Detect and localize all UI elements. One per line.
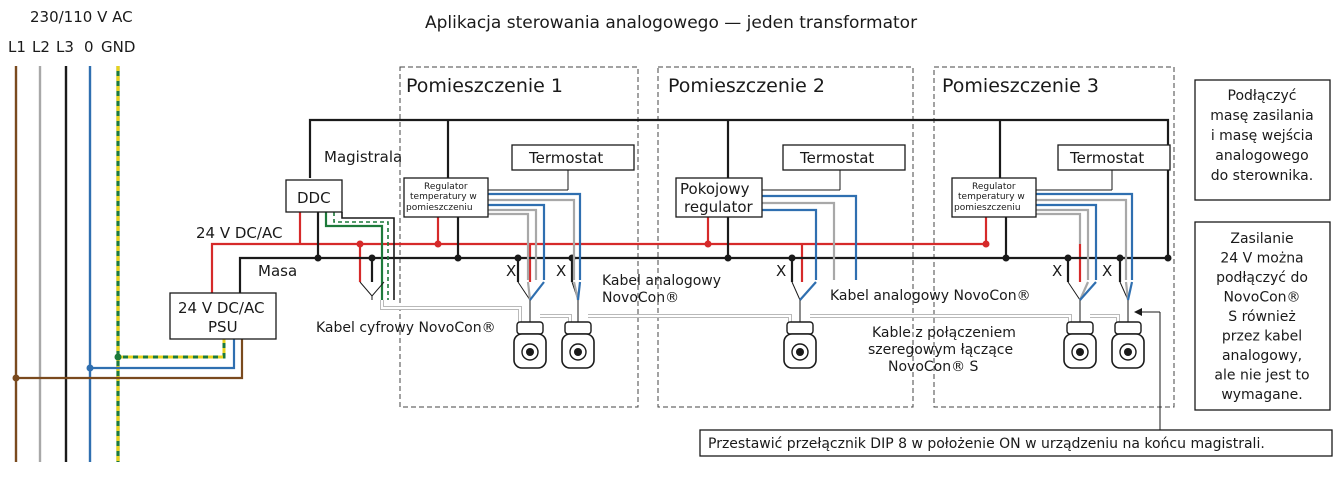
room-2-frame: [657, 66, 914, 408]
power-24v-line: [210, 212, 1082, 293]
psu-feed-ground: [118, 339, 226, 359]
cut-mark-4: X: [1052, 262, 1062, 280]
psu-feed-neutral: [90, 339, 236, 370]
bus-top: [308, 118, 1170, 255]
psu-line1: 24 V DC/AC: [178, 299, 264, 317]
supply-note-line: 24 V można: [1220, 251, 1303, 267]
regulator-3-line2: temperatury w: [958, 192, 1025, 202]
supply-note-line: ale nie jest to: [1214, 368, 1309, 384]
supply-note-line: przez kabel: [1222, 329, 1302, 345]
analog-bundle-room1: [488, 189, 582, 280]
thermostat-2-label: Termostat: [799, 149, 874, 167]
regulator-1-line2: temperatury w: [410, 192, 477, 202]
analog-bundle-room3: [1036, 189, 1134, 280]
serial-cables-line3: NovoCon® S: [888, 359, 979, 375]
masa-line: [238, 256, 1168, 293]
room-3-frame: [933, 66, 1175, 408]
regulator-3-line1: Regulator: [972, 182, 1016, 192]
ground-note-line: i masę wejścia: [1211, 128, 1313, 144]
analog-bundle-room2: [762, 189, 858, 280]
analog-cable-1-line2: NovoCon®: [602, 290, 679, 306]
room-1-frame: [399, 66, 639, 408]
psu-feed-l1: [16, 339, 244, 380]
ddc-label: DDC: [297, 189, 331, 207]
psu-line2: PSU: [208, 318, 238, 336]
phase-neutral: 0: [84, 38, 94, 56]
supply-note-text: Zasilanie 24 V można podłączyć do NovoCon® S…: [1214, 231, 1309, 403]
room-regulator-2-line2: regulator: [684, 198, 754, 216]
supply-conductors: [14, 66, 120, 462]
cut-mark-2: X: [556, 262, 566, 280]
cut-mark-1: X: [506, 262, 516, 280]
digital-serial-cable: [380, 300, 1120, 322]
ddc-digital-lines: [324, 212, 395, 300]
cut-mark-5: X: [1102, 262, 1112, 280]
power-label: 24 V DC/AC: [196, 224, 282, 242]
thermostat-2: [782, 144, 906, 171]
dip-note-box: [699, 429, 1333, 457]
supply-note-line: NovoCon®: [1223, 290, 1300, 306]
supply-note-line: S również: [1228, 309, 1296, 325]
ground-note-line: do sterownika.: [1211, 168, 1313, 184]
ground-note-line: Podłączyć: [1228, 88, 1297, 104]
actuator-icon: [561, 321, 595, 369]
ground-note-line: masę zasilania: [1210, 108, 1314, 124]
supply-voltage: 230/110 V AC: [30, 8, 133, 26]
supply-note-line: wymagane.: [1221, 387, 1302, 403]
room-1-title: Pomieszczenie 1: [406, 75, 563, 97]
junction-neutral: [86, 364, 94, 372]
room-3-title: Pomieszczenie 3: [942, 75, 1099, 97]
ddc-box: [285, 179, 343, 213]
phase-l3: L3: [56, 38, 74, 56]
room-regulator-2-line1: Pokojowy: [680, 180, 750, 198]
regulator-1-line3: pomieszczeniu: [406, 203, 473, 213]
actuator-icon: [1111, 321, 1145, 369]
actuator-icon: [513, 321, 547, 369]
supply-note-line: podłączyć do: [1216, 270, 1308, 286]
thermostat-3: [1057, 144, 1171, 171]
psu-feed-ground-stripe: [118, 339, 226, 359]
ground-line: [238, 212, 1172, 293]
power-line: [210, 242, 988, 293]
phase-gnd: GND: [101, 38, 135, 56]
supply-note-line: Zasilanie: [1230, 231, 1293, 247]
thermostat-1-label: Termostat: [528, 149, 603, 167]
phase-l1: L1: [8, 38, 26, 56]
serial-cables-line1: Kable z połączeniem: [872, 325, 1016, 341]
thermostat-1: [511, 144, 635, 171]
psu-feed: [12, 339, 244, 382]
analog-cable-1-line1: Kabel analogowy: [602, 273, 721, 289]
regulator-3-line3: pomieszczeniu: [954, 203, 1021, 213]
actuator-drops: [359, 281, 1134, 322]
room-regulator-1: [403, 177, 489, 218]
supply-note-box: [1194, 221, 1331, 411]
regulator-1-line1: Regulator: [424, 182, 468, 192]
phase-l2: L2: [32, 38, 50, 56]
ground-note-line: analogowego: [1215, 148, 1308, 164]
junction-l1: [12, 374, 20, 382]
psu-box: [169, 292, 277, 340]
room-regulator-2: [675, 177, 763, 218]
supply-note-line: analogowy,: [1222, 348, 1302, 364]
analog-cable-2-label: Kabel analogowy NovoCon®: [830, 288, 1031, 304]
room-regulator-3: [951, 177, 1037, 218]
ground-label: Masa: [258, 262, 297, 280]
bus-label: Magistrala: [324, 148, 402, 166]
actuator-icon: [783, 321, 817, 369]
dip-note: Przestawić przełącznik DIP 8 w położenie…: [708, 436, 1265, 452]
room-2-title: Pomieszczenie 2: [668, 75, 825, 97]
digital-cable-label: Kabel cyfrowy NovoCon®: [316, 320, 496, 336]
ground-note-box: [1194, 79, 1331, 201]
cut-mark-3: X: [776, 262, 786, 280]
serial-cables-line2: szeregowym łączące: [868, 342, 1013, 358]
thermostat-3-label: Termostat: [1069, 149, 1144, 167]
ground-note-text: Podłączyć masę zasilania i masę wejścia ana…: [1210, 88, 1314, 184]
junction-ground: [114, 353, 122, 361]
bus-lines: [308, 118, 1170, 255]
actuator-icon: [1063, 321, 1097, 369]
diagram-title: Aplikacja sterowania analogowego — jeden…: [425, 13, 917, 33]
dip-arrow-icon: [1134, 308, 1142, 316]
